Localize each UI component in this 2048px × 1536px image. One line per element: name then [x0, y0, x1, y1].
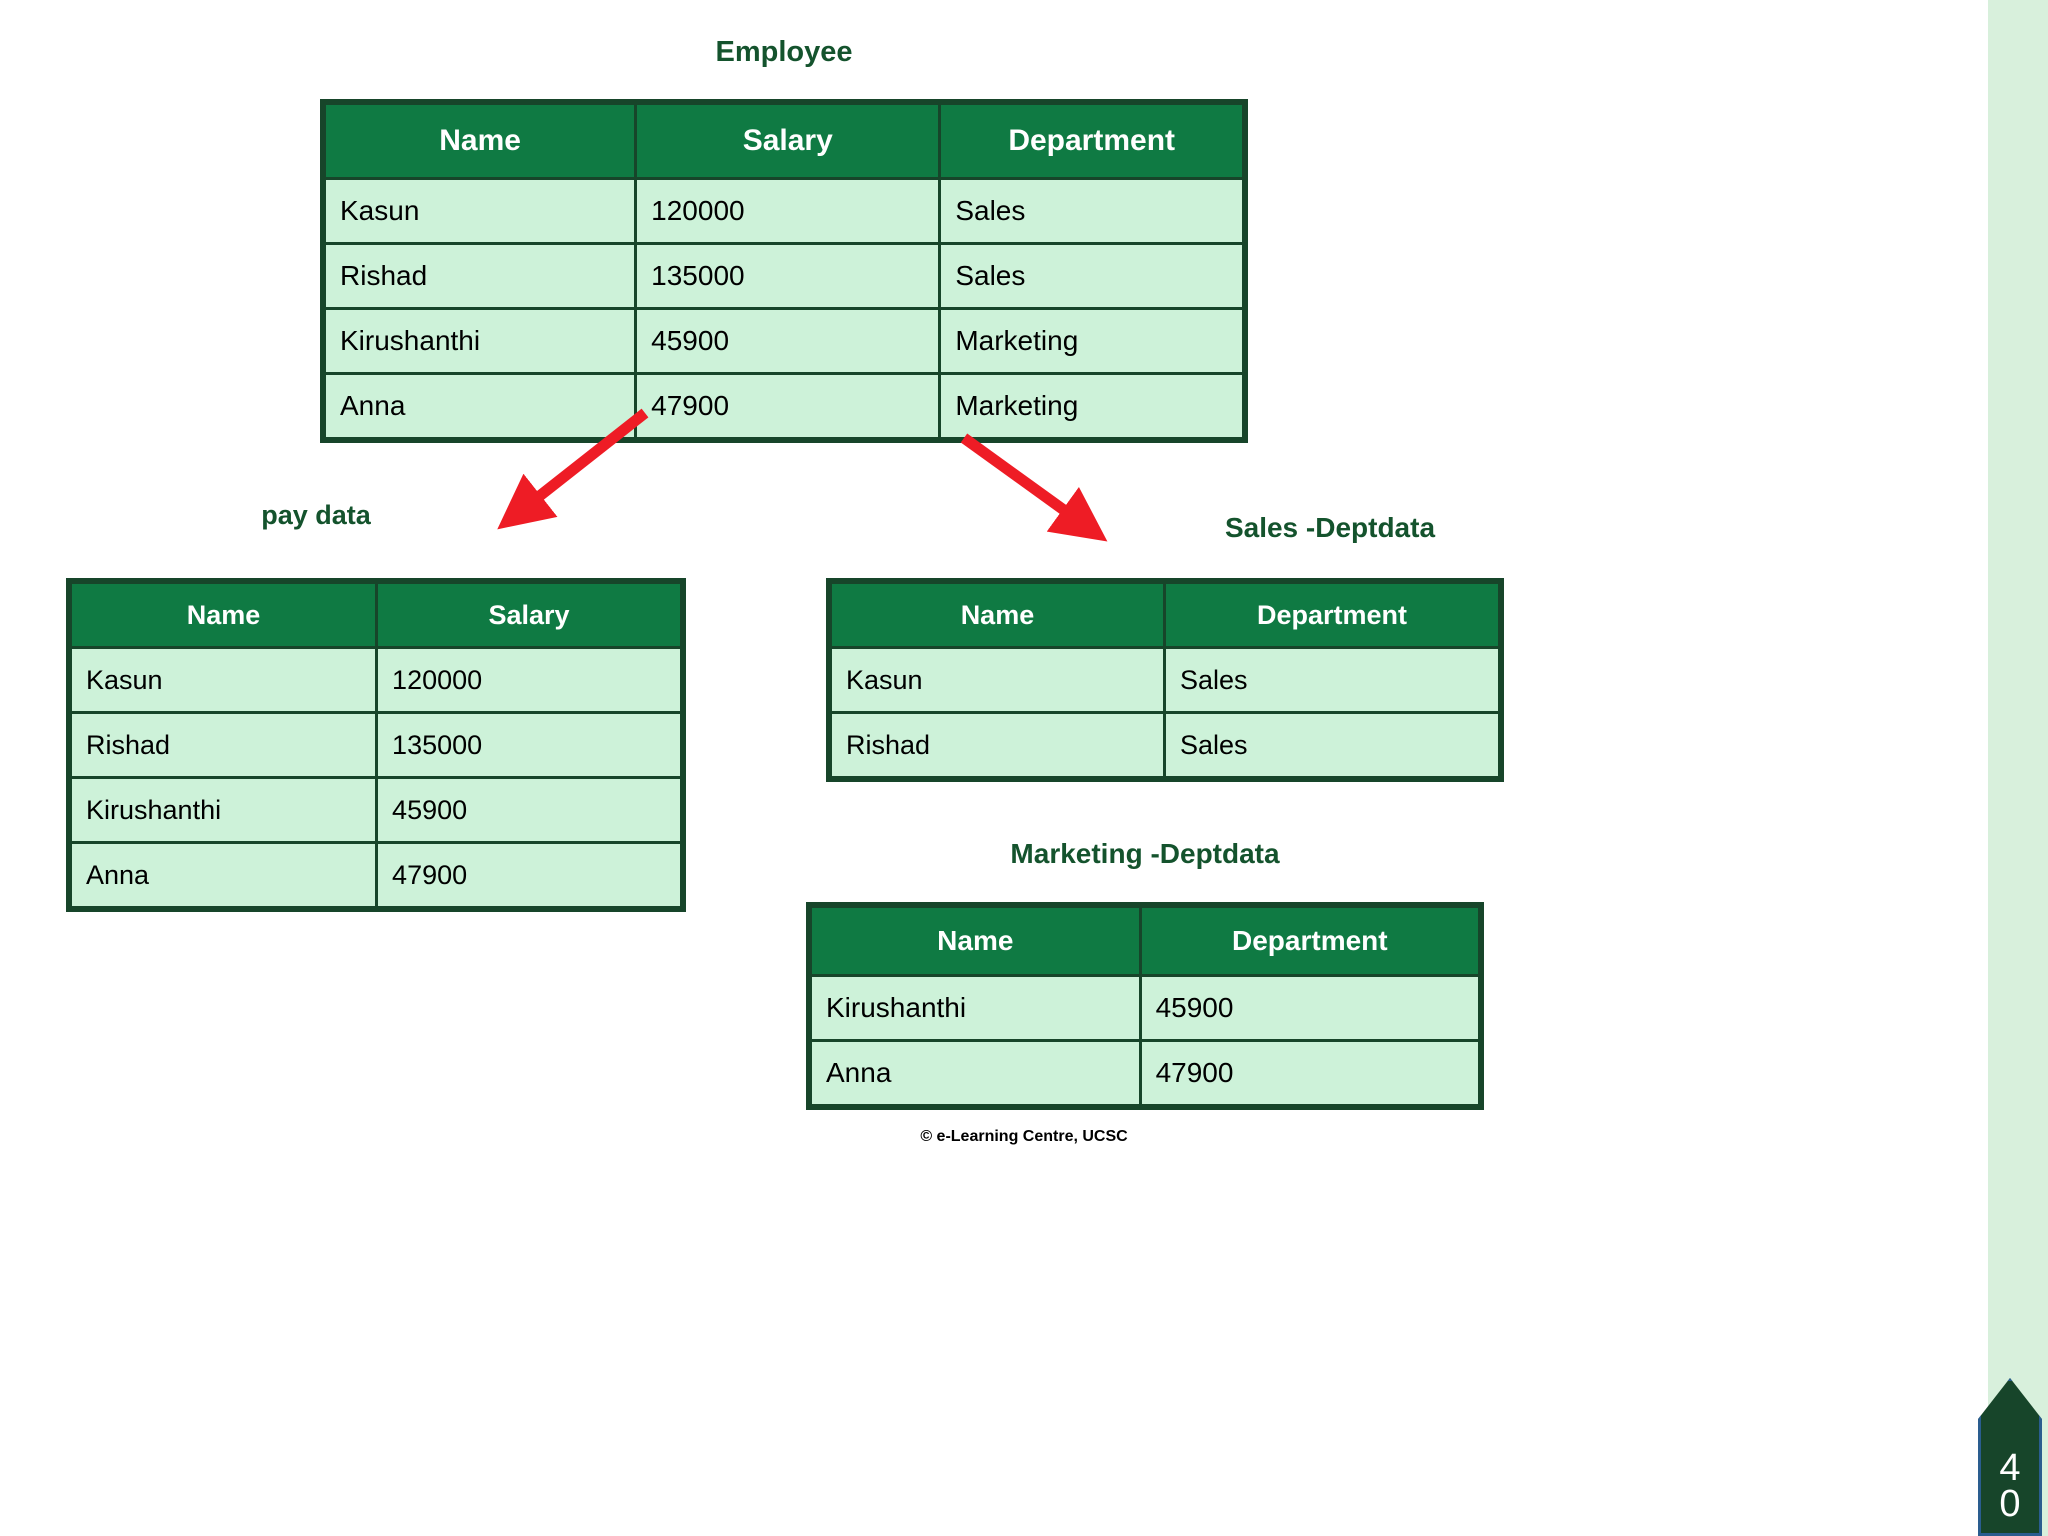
column-header-department: Department — [941, 105, 1242, 177]
cell-salary: 47900 — [378, 844, 680, 906]
paydata-table-caption: pay data — [261, 500, 371, 530]
table-row: Anna 47900 — [72, 844, 680, 906]
cell-name: Rishad — [72, 714, 376, 776]
table-row: Kirushanthi 45900 — [72, 779, 680, 841]
table-header-row: Name Department — [812, 908, 1478, 974]
page-number-digit-2: 0 — [1999, 1482, 2021, 1525]
table-header-row: Name Salary — [72, 584, 680, 646]
page-number-badge: 4 0 — [1978, 1378, 2042, 1536]
cell-name: Kasun — [326, 180, 635, 242]
table-row: Rishad 135000 Sales — [326, 245, 1242, 307]
cell-name: Rishad — [832, 714, 1163, 776]
table-row: Kirushanthi 45900 Marketing — [326, 310, 1242, 372]
table-row: Anna 47900 Marketing — [326, 375, 1242, 437]
cell-salary: 45900 — [637, 310, 939, 372]
column-header-salary: Salary — [378, 584, 680, 646]
cell-salary: 120000 — [637, 180, 939, 242]
cell-department: Sales — [1165, 649, 1498, 711]
cell-name: Anna — [72, 844, 376, 906]
table-header-row: Name Salary Department — [326, 105, 1242, 177]
table-row: Anna 47900 — [812, 1042, 1478, 1104]
sales-deptdata-table: Name Department Kasun Sales Rishad Sales — [826, 578, 1504, 782]
column-header-name: Name — [326, 105, 635, 177]
table-row: Rishad Sales — [832, 714, 1498, 776]
cell-salary: 135000 — [378, 714, 680, 776]
cell-department: 45900 — [1141, 977, 1478, 1039]
employee-table: Name Salary Department Kasun 120000 Sale… — [320, 99, 1248, 443]
column-header-name: Name — [832, 584, 1163, 646]
column-header-salary: Salary — [637, 105, 939, 177]
cell-department: Marketing — [941, 310, 1242, 372]
column-header-name: Name — [812, 908, 1139, 974]
marketing-deptdata-table: Name Department Kirushanthi 45900 Anna 4… — [806, 902, 1484, 1110]
cell-salary: 47900 — [637, 375, 939, 437]
footer-copyright: © e-Learning Centre, UCSC — [920, 1128, 1128, 1145]
cell-name: Kasun — [832, 649, 1163, 711]
right-side-strip — [1988, 0, 2048, 1536]
employee-table-caption: Employee — [715, 36, 853, 68]
cell-name: Kirushanthi — [326, 310, 635, 372]
column-header-department: Department — [1141, 908, 1478, 974]
cell-name: Anna — [326, 375, 635, 437]
table-row: Kasun 120000 — [72, 649, 680, 711]
cell-salary: 135000 — [637, 245, 939, 307]
cell-department: Sales — [1165, 714, 1498, 776]
paydata-table: Name Salary Kasun 120000 Rishad 135000 K… — [66, 578, 686, 912]
cell-salary: 45900 — [378, 779, 680, 841]
table-row: Kirushanthi 45900 — [812, 977, 1478, 1039]
cell-name: Rishad — [326, 245, 635, 307]
cell-department: Marketing — [941, 375, 1242, 437]
cell-salary: 120000 — [378, 649, 680, 711]
table-row: Kasun 120000 Sales — [326, 180, 1242, 242]
cell-name: Kasun — [72, 649, 376, 711]
table-header-row: Name Department — [832, 584, 1498, 646]
column-header-department: Department — [1165, 584, 1498, 646]
marketing-deptdata-table-caption: Marketing -Deptdata — [1010, 838, 1280, 869]
page-number-digit-1: 4 — [1999, 1446, 2021, 1489]
cell-name: Anna — [812, 1042, 1139, 1104]
table-row: Kasun Sales — [832, 649, 1498, 711]
cell-name: Kirushanthi — [72, 779, 376, 841]
cell-department: 47900 — [1141, 1042, 1478, 1104]
cell-name: Kirushanthi — [812, 977, 1139, 1039]
cell-department: Sales — [941, 180, 1242, 242]
sales-deptdata-table-caption: Sales -Deptdata — [1224, 512, 1436, 543]
cell-department: Sales — [941, 245, 1242, 307]
table-row: Rishad 135000 — [72, 714, 680, 776]
page-number-text: 4 0 — [1978, 1446, 2042, 1525]
column-header-name: Name — [72, 584, 376, 646]
